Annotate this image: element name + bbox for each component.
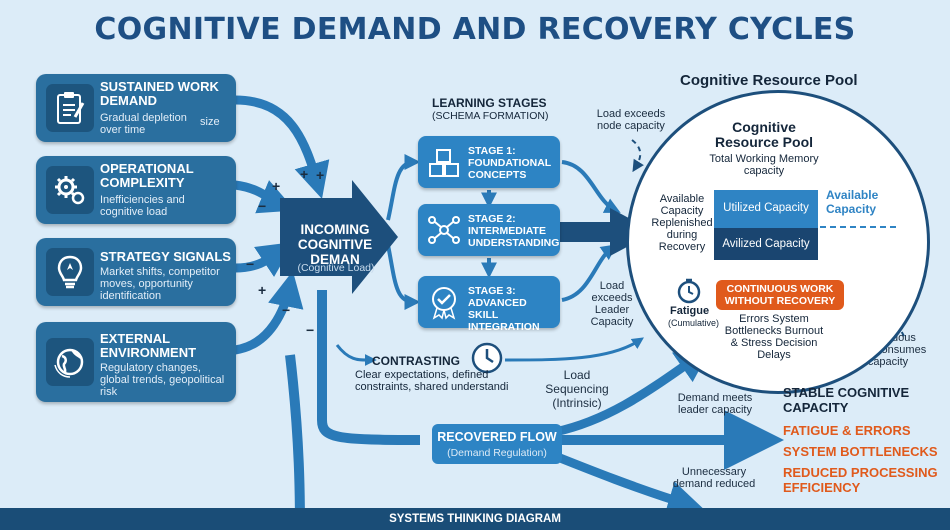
outcome-reduced-efficiency: REDUCED PROCESSING EFFICIENCY bbox=[783, 465, 938, 495]
incoming-arrow bbox=[280, 180, 398, 294]
input-card-operational: OPERATIONAL COMPLEXITY Inefficiencies an… bbox=[36, 156, 236, 224]
input-card-external: EXTERNAL ENVIRONMENT Regulatory changes,… bbox=[36, 322, 236, 402]
lightbulb-compass-icon bbox=[46, 248, 94, 296]
flow-to-stage-3 bbox=[386, 244, 421, 310]
label-load-exceeds-leader: Load exceeds Leader Capacity bbox=[590, 280, 634, 328]
badge-check-icon bbox=[432, 287, 456, 320]
minus-sign: − bbox=[306, 322, 315, 338]
contrasting-title: CONTRASTING bbox=[372, 354, 460, 368]
stage-label: STAGE 3: ADVANCED SKILL INTEGRATION bbox=[468, 285, 540, 333]
input-title: STRATEGY SIGNALS bbox=[100, 249, 231, 264]
input-title: EXTERNAL ENVIRONMENT bbox=[100, 331, 197, 360]
flow-bottom-arc bbox=[285, 354, 305, 530]
outcome-fatigue: FATIGUE & ERRORS bbox=[783, 423, 911, 438]
flow-trunk bbox=[317, 290, 421, 445]
flow-to-stage-1 bbox=[386, 154, 421, 221]
minus-sign: − bbox=[258, 198, 267, 214]
stopwatch-icon bbox=[677, 278, 701, 304]
recovered-flow-title: RECOVERED FLOW bbox=[437, 430, 557, 444]
flow-stage1-pool bbox=[561, 160, 621, 213]
recovered-flow-subtitle: (Demand Regulation) bbox=[447, 447, 547, 459]
input-card-sustained: SUSTAINED WORK DEMAND Gradual depletion … bbox=[36, 74, 236, 142]
flow-input-3 bbox=[234, 242, 294, 277]
plus-sign: + bbox=[316, 167, 325, 183]
flow-contrasting bbox=[335, 344, 377, 367]
fatigue-effects: Errors System Bottlenecks Burnout & Stre… bbox=[724, 313, 824, 361]
stage-label: STAGE 1: FOUNDATIONAL CONCEPTS bbox=[468, 145, 552, 181]
utilized-capacity-label: Utilized Capacity bbox=[723, 202, 809, 214]
learning-subtitle: (SCHEMA FORMATION) bbox=[432, 110, 549, 122]
minus-sign: − bbox=[282, 302, 291, 318]
label-demand-meets: Demand meets leader capacity bbox=[677, 392, 753, 416]
pool-title: Cognitive Resource Pool bbox=[714, 119, 814, 150]
utilized-capacity-block bbox=[714, 190, 818, 228]
plus-sign: + bbox=[300, 166, 309, 182]
plus-sign: + bbox=[272, 178, 281, 194]
learning-title: LEARNING STAGES bbox=[432, 96, 547, 110]
input-title: OPERATIONAL COMPLEXITY bbox=[100, 161, 194, 190]
input-card-strategy: STRATEGY SIGNALS Market shifts, competit… bbox=[36, 238, 236, 306]
stable-capacity: STABLE COGNITIVE CAPACITY bbox=[783, 385, 910, 415]
input-extra: size bbox=[200, 116, 220, 128]
label-load-sequencing: Load Sequencing (Intrinsic) bbox=[545, 368, 609, 410]
input-subtitle: Inefficiencies and cognitive load bbox=[100, 194, 185, 218]
input-subtitle: Regulatory changes, global trends, geopo… bbox=[100, 362, 225, 398]
incoming-subtitle: (Cognitive Load) bbox=[297, 262, 375, 274]
avilized-capacity-label: Avilized Capacity bbox=[722, 238, 810, 250]
minus-sign: − bbox=[246, 256, 255, 272]
flow-input-1 bbox=[234, 95, 330, 199]
network-icon bbox=[428, 216, 460, 244]
pool-subtitle: Total Working Memory capacity bbox=[709, 153, 819, 177]
input-subtitle: Gradual depletion over time bbox=[100, 112, 187, 136]
flow-input-2 bbox=[234, 180, 296, 214]
clock-icon bbox=[471, 342, 503, 374]
fatigue-label: Fatigue bbox=[670, 305, 710, 317]
pool-available-note: Available Capacity Replenished during Re… bbox=[651, 193, 713, 253]
gears-icon bbox=[46, 166, 94, 214]
footer-caption: SYSTEMS THINKING DIAGRAM bbox=[0, 508, 950, 530]
recovered-flow-box bbox=[432, 424, 562, 464]
avilized-capacity-block bbox=[714, 228, 818, 260]
outcome-bottlenecks: SYSTEM BOTTLENECKS bbox=[783, 444, 938, 459]
flow-stage3-pool bbox=[561, 244, 618, 302]
plus-sign: + bbox=[258, 282, 267, 298]
incoming-title: INCOMING COGNITIVE DEMAN bbox=[297, 222, 373, 267]
continuous-work-alert bbox=[716, 280, 844, 310]
label-load-exceeds-node: Load exceeds node capacity bbox=[596, 108, 666, 132]
stage-label: STAGE 2: INTERMEDIATE UNDERSTANDING bbox=[468, 213, 560, 249]
stage-2-card: STAGE 2: INTERMEDIATE UNDERSTANDING bbox=[418, 204, 560, 256]
clipboard-icon bbox=[46, 84, 94, 132]
fatigue-sublabel: (Cumulative) bbox=[668, 318, 720, 328]
flow-sequencing bbox=[504, 337, 644, 362]
pool-heading: Cognitive Resource Pool bbox=[680, 72, 858, 89]
page-title: COGNITIVE DEMAND AND RECOVERY CYCLES bbox=[94, 12, 856, 47]
available-dashed-line bbox=[820, 226, 898, 228]
flow-input-4 bbox=[234, 270, 304, 355]
contrasting-subtitle: Clear expectations, defined constraints,… bbox=[355, 369, 509, 393]
continuous-work-label: CONTINUOUS WORK WITHOUT RECOVERY bbox=[724, 283, 836, 307]
blocks-icon bbox=[429, 149, 459, 177]
input-title: SUSTAINED WORK DEMAND bbox=[100, 79, 219, 108]
globe-icon bbox=[46, 338, 94, 386]
input-subtitle: Market shifts, competitor moves, opportu… bbox=[100, 266, 220, 302]
stage-1-card: STAGE 1: FOUNDATIONAL CONCEPTS bbox=[418, 136, 560, 188]
label-unnecessary: Unnecessary demand reduced bbox=[672, 466, 756, 490]
flow-recovered-up bbox=[554, 346, 712, 437]
stage-3-card: STAGE 3: ADVANCED SKILL INTEGRATION bbox=[418, 276, 560, 333]
flow-node-dashed bbox=[631, 139, 644, 173]
available-capacity-label: Available Capacity bbox=[826, 188, 879, 216]
